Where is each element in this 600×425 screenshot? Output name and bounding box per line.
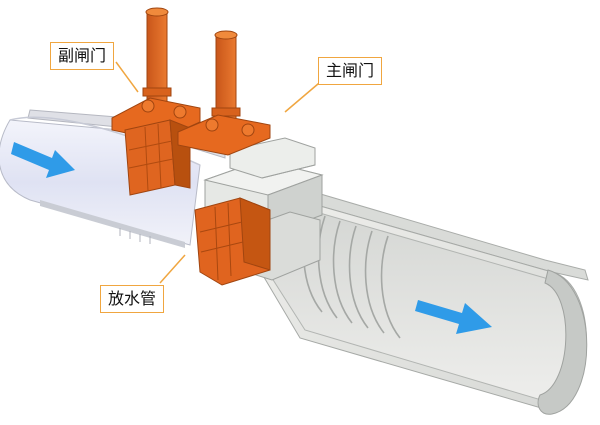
main-gate-label: 主闸门 [318, 57, 383, 85]
drain-pipe [194, 197, 271, 286]
main-gate [177, 30, 271, 156]
flow-in-arrow-icon [11, 142, 75, 178]
sub-gate-label: 副闸门 [50, 42, 115, 70]
drain-pipe-label: 放水管 [100, 285, 165, 313]
sub-gate [111, 7, 201, 196]
flow-out-arrow-icon [415, 300, 492, 334]
